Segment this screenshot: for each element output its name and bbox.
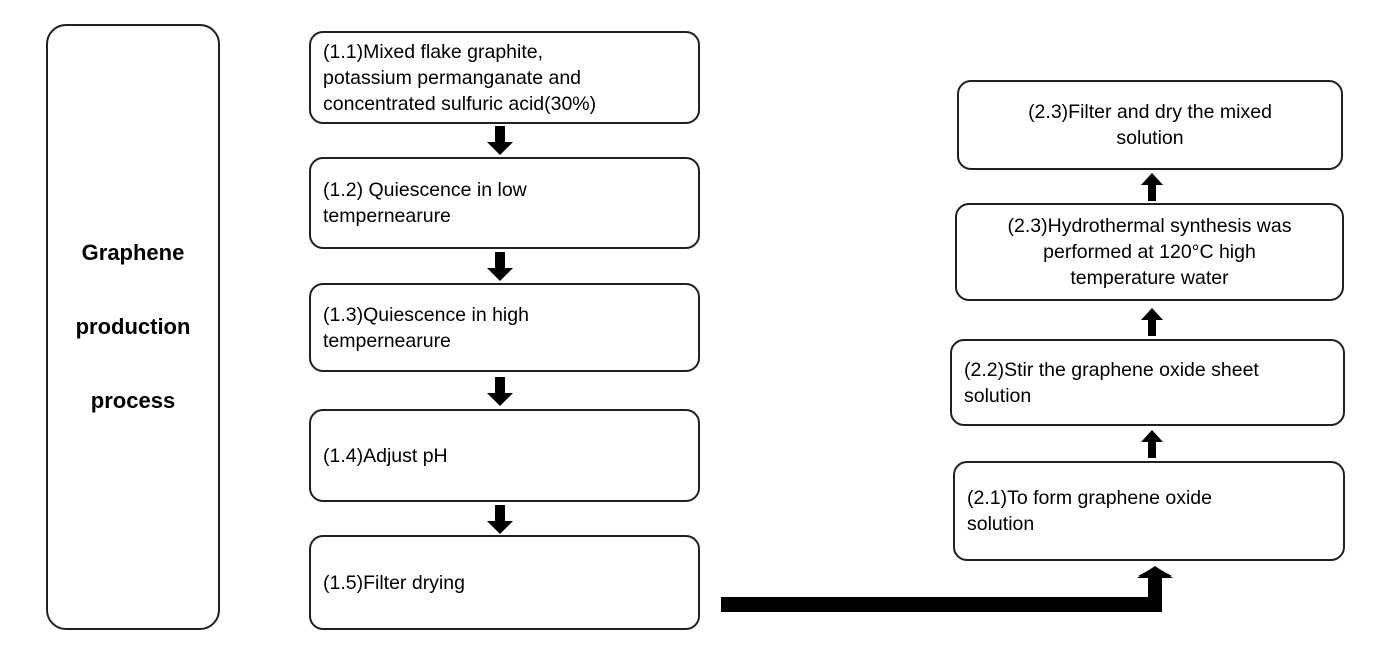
process-box-1-5-label: (1.5)Filter drying xyxy=(323,571,465,594)
arrow-down-icon-1 xyxy=(486,126,514,156)
arrow-up-icon-2 xyxy=(1140,307,1164,337)
process-box-1-2: (1.2) Quiescence in low tempernearure xyxy=(309,157,700,249)
elbow-arrow-up-icon xyxy=(719,566,1175,614)
process-box-2-3-hydrothermal: (2.3)Hydrothermal synthesis was performe… xyxy=(955,203,1344,301)
process-box-1-4-label: (1.4)Adjust pH xyxy=(323,444,448,467)
arrow-up-icon-1 xyxy=(1140,429,1164,459)
process-box-2-1-label: (2.1)To form graphene oxide solution xyxy=(967,487,1212,535)
process-box-2-1: (2.1)To form graphene oxide solution xyxy=(953,461,1345,561)
process-box-1-3: (1.3)Quiescence in high tempernearure xyxy=(309,283,700,372)
process-box-2-2: (2.2)Stir the graphene oxide sheet solut… xyxy=(950,339,1345,426)
process-box-1-1-label: (1.1)Mixed flake graphite, potassium per… xyxy=(323,40,597,115)
process-box-2-3-hydrothermal-label: (2.3)Hydrothermal synthesis was performe… xyxy=(1007,215,1292,289)
arrow-down-icon-4 xyxy=(486,505,514,535)
arrow-up-icon-3 xyxy=(1140,172,1164,202)
process-box-1-5: (1.5)Filter drying xyxy=(309,535,700,630)
process-box-1-2-label: (1.2) Quiescence in low tempernearure xyxy=(323,179,527,227)
process-box-1-1: (1.1)Mixed flake graphite, potassium per… xyxy=(309,31,700,124)
process-box-2-2-label: (2.2)Stir the graphene oxide sheet solut… xyxy=(964,358,1259,407)
title-block: Graphene production process xyxy=(46,24,220,630)
arrow-down-icon-3 xyxy=(486,377,514,407)
process-box-2-3-filter-label: (2.3)Filter and dry the mixed solution xyxy=(1028,101,1272,149)
process-box-1-4: (1.4)Adjust pH xyxy=(309,409,700,502)
arrow-down-icon-2 xyxy=(486,252,514,282)
process-box-1-3-label: (1.3)Quiescence in high tempernearure xyxy=(323,303,529,352)
process-box-2-3-filter: (2.3)Filter and dry the mixed solution xyxy=(957,80,1343,170)
